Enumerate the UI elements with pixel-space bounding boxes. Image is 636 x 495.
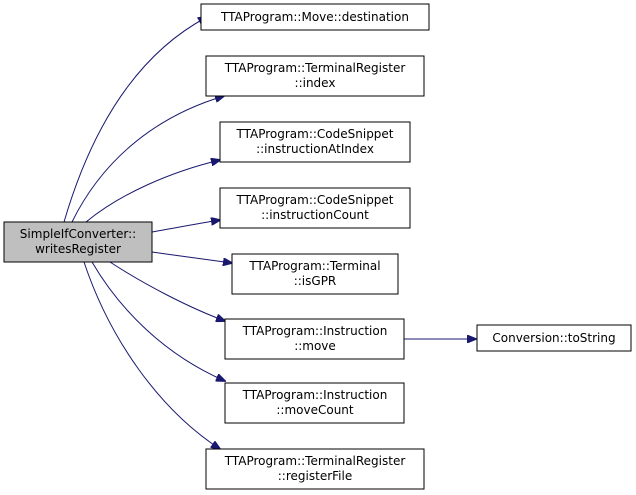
edge-writesRegister-instructionAtIndex xyxy=(85,160,220,223)
node-index[interactable]: TTAProgram::TerminalRegister ::index xyxy=(205,55,425,97)
node-moveCount-line1: TTAProgram::Instruction xyxy=(242,388,388,402)
edge-writesRegister-instructionCount xyxy=(151,220,220,233)
node-destination-line1: TTAProgram::Move::destination xyxy=(220,10,409,24)
node-index-line1: TTAProgram::TerminalRegister xyxy=(224,61,406,75)
edge-writesRegister-moveCount xyxy=(91,261,225,381)
node-writesRegister[interactable]: SimpleIfConverter:: writesRegister xyxy=(3,221,153,263)
node-isGPR-line1: TTAProgram::Terminal xyxy=(248,259,380,273)
node-toString[interactable]: Conversion::toString xyxy=(476,324,632,352)
edge-writesRegister-registerFile xyxy=(83,261,220,449)
node-move-line2: ::move xyxy=(294,339,336,353)
node-registerFile-line1: TTAProgram::TerminalRegister xyxy=(224,454,406,468)
node-index-line2: ::index xyxy=(295,76,336,90)
edge-writesRegister-move xyxy=(109,261,225,321)
node-move[interactable]: TTAProgram::Instruction ::move xyxy=(224,318,405,360)
edges xyxy=(63,17,476,449)
node-isGPR-line2: ::isGPR xyxy=(294,274,337,288)
node-move-line1: TTAProgram::Instruction xyxy=(242,324,388,338)
node-instructionCount-line2: ::instructionCount xyxy=(261,208,369,222)
node-destination[interactable]: TTAProgram::Move::destination xyxy=(200,3,430,31)
node-instructionCount-line1: TTAProgram::CodeSnippet xyxy=(235,193,393,207)
node-writesRegister-line2: writesRegister xyxy=(35,242,121,256)
node-instructionAtIndex[interactable]: TTAProgram::CodeSnippet ::instructionAtI… xyxy=(219,121,411,163)
node-instructionAtIndex-line2: ::instructionAtIndex xyxy=(256,142,374,156)
edge-writesRegister-destination xyxy=(63,17,207,223)
node-instructionCount[interactable]: TTAProgram::CodeSnippet ::instructionCou… xyxy=(219,187,411,229)
node-moveCount[interactable]: TTAProgram::Instruction ::moveCount xyxy=(224,382,405,424)
node-toString-line1: Conversion::toString xyxy=(492,331,615,345)
node-instructionAtIndex-line1: TTAProgram::CodeSnippet xyxy=(235,127,393,141)
node-writesRegister-line1: SimpleIfConverter:: xyxy=(20,227,136,241)
edge-writesRegister-isGPR xyxy=(151,251,232,263)
node-moveCount-line2: ::moveCount xyxy=(276,403,354,417)
node-registerFile[interactable]: TTAProgram::TerminalRegister ::registerF… xyxy=(205,448,425,490)
node-registerFile-line2: ::registerFile xyxy=(278,469,352,483)
edge-writesRegister-index xyxy=(71,96,224,223)
node-isGPR[interactable]: TTAProgram::Terminal ::isGPR xyxy=(231,253,399,295)
